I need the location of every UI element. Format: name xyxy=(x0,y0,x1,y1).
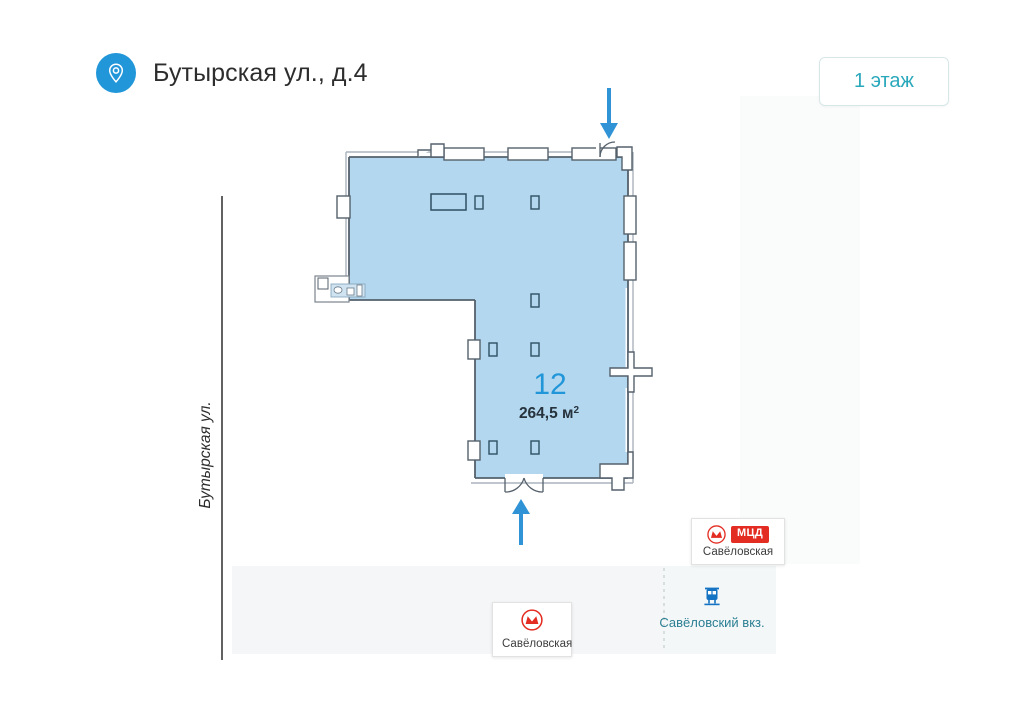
map-pin-icon xyxy=(96,53,136,93)
interior-columns xyxy=(430,193,540,455)
poi-metro-savelovskaya[interactable]: Савёловская xyxy=(492,602,572,657)
poi-metro-label: Савёловская xyxy=(502,638,573,650)
south-entrance[interactable] xyxy=(504,474,544,545)
mcd-badge: МЦД xyxy=(731,526,769,543)
unit-fill xyxy=(349,157,628,478)
poi-rail-savelovsky[interactable]: Савёловский вкз. xyxy=(648,586,776,630)
window-opening-left-upper xyxy=(336,195,351,219)
corner-block-ne xyxy=(616,146,633,171)
page-title: Бутырская ул., д.4 xyxy=(153,58,368,87)
wall-opening-right xyxy=(609,288,653,452)
window-openings-left-lower xyxy=(467,339,481,461)
metro-m-icon xyxy=(707,525,726,544)
unit-area: 264,5 м2 xyxy=(519,405,580,422)
mcd-icons-row: МЦД xyxy=(701,525,775,544)
north-entrance[interactable] xyxy=(596,88,620,158)
north-entrance-arrow xyxy=(600,88,618,139)
unit-floorplan[interactable]: 12 264,5 м2 xyxy=(314,88,653,545)
street-label: Бутырская ул. xyxy=(197,401,214,508)
bathroom-annex xyxy=(314,275,366,303)
map-pin-glyph xyxy=(108,63,124,83)
map-background xyxy=(232,96,860,654)
page-header: Бутырская ул., д.4 xyxy=(96,53,368,93)
poi-mcd-label: Савёловская xyxy=(702,546,774,558)
floor-selector-button[interactable]: 1 этаж xyxy=(819,57,949,106)
column-protrusion-top xyxy=(417,143,445,158)
poi-rail-label: Савёловский вкз. xyxy=(659,615,765,630)
metro-m-icon xyxy=(521,609,543,631)
south-entrance-arrow xyxy=(512,499,530,545)
poi-mcd-savelovskaya[interactable]: МЦД Савёловская xyxy=(691,518,785,565)
corner-notch-se xyxy=(599,451,634,491)
window-openings-top xyxy=(443,147,617,161)
unit-number: 12 xyxy=(533,368,566,401)
train-icon xyxy=(704,587,720,606)
window-openings-right xyxy=(623,195,637,281)
